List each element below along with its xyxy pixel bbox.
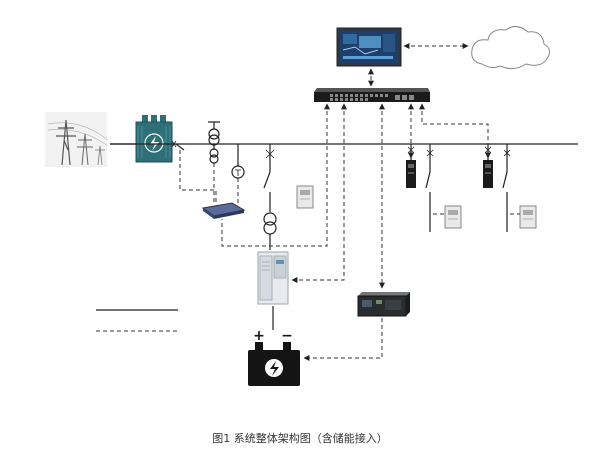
battery-plus-label: + bbox=[253, 328, 265, 344]
dashed-link bbox=[179, 150, 217, 202]
transformer-icon bbox=[263, 212, 277, 226]
battery-icon: + − bbox=[248, 306, 300, 386]
comm-link bbox=[419, 103, 491, 159]
protection-relay-icon bbox=[483, 160, 493, 188]
protection-relay-icon bbox=[406, 160, 416, 188]
figure-caption: 图1 系统整体架构图（含储能接入） bbox=[212, 432, 388, 445]
comm-link bbox=[291, 103, 347, 283]
storage-converter-cabinet-icon bbox=[257, 251, 289, 305]
current-transformer-icon bbox=[208, 121, 245, 179]
server-monitor-icon bbox=[336, 27, 402, 67]
cloud-icon bbox=[471, 26, 550, 70]
transmission-tower-icon bbox=[45, 112, 109, 167]
electric-meter-icon bbox=[519, 205, 537, 229]
battery-minus-label: − bbox=[281, 328, 293, 344]
network-switch-icon bbox=[314, 88, 430, 102]
bms-device-icon bbox=[357, 292, 410, 317]
protection-relay-icon bbox=[201, 202, 246, 219]
breaker-icon bbox=[175, 143, 185, 151]
comm-link bbox=[303, 318, 383, 361]
electric-meter-icon bbox=[296, 185, 314, 209]
transformer-icon bbox=[135, 115, 173, 163]
electric-meter-icon bbox=[444, 205, 462, 229]
